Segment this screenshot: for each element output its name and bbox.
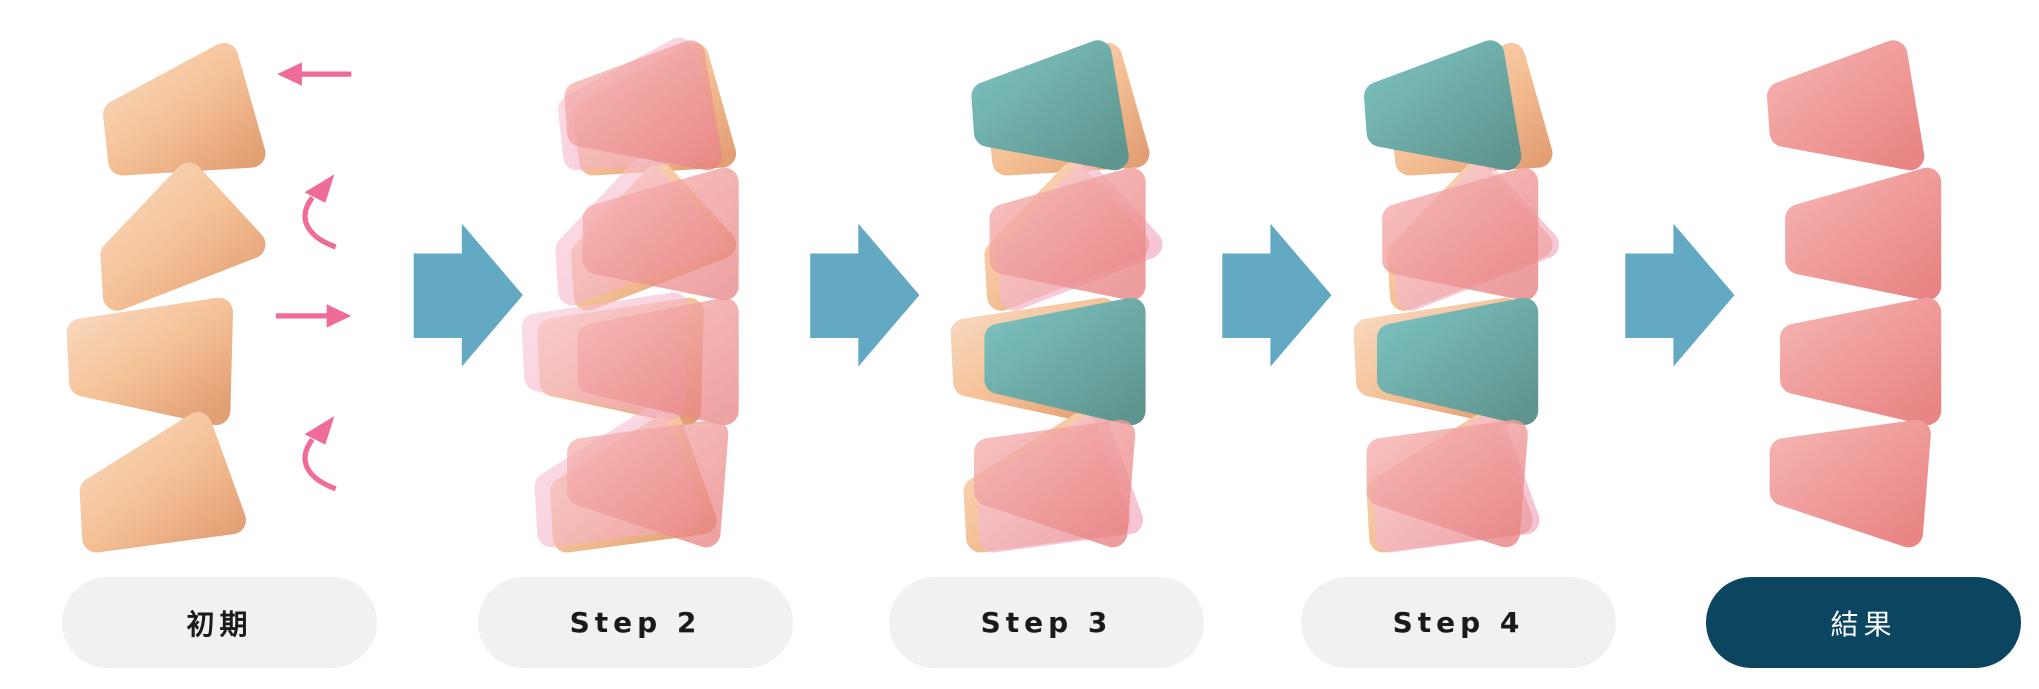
vertebra-result <box>1785 167 1942 301</box>
curved-arrow-icon <box>302 196 337 250</box>
vertebra-corrected <box>577 297 739 426</box>
vertebra-fixed <box>971 40 1129 171</box>
stage-label-text: 初期 <box>186 607 253 641</box>
vertebra-corrected <box>567 419 729 548</box>
right-arrow-icon <box>413 223 523 367</box>
vertebra-corrected <box>582 167 739 301</box>
left-arrow-icon <box>277 62 302 86</box>
vertebra-result <box>1769 419 1931 548</box>
vertebra-corrected <box>564 40 722 171</box>
vertebra-initial <box>79 412 247 553</box>
vertebra-initial <box>103 42 266 176</box>
vertebra-corrected <box>989 167 1146 301</box>
stage-label-step4: Step 4 <box>1301 577 1616 668</box>
curved-arrow-icon <box>302 437 337 492</box>
curved-arrow-icon <box>304 416 335 445</box>
stage-label-initial: 初期 <box>62 577 377 668</box>
stage-label-step2: Step 2 <box>478 577 793 668</box>
stage-label-result: 結果 <box>1706 577 2021 668</box>
right-arrow-icon <box>1625 223 1735 367</box>
stage-label-step3: Step 3 <box>889 577 1204 668</box>
vertebra-result <box>1780 297 1942 426</box>
stage-label-text: Step 2 <box>569 606 702 639</box>
stage-label-text: Step 4 <box>1392 606 1525 639</box>
vertebra-corrected <box>974 419 1136 548</box>
right-arrow-icon <box>810 223 920 367</box>
vertebra-fixed <box>1377 297 1539 426</box>
stage-label-text: Step 3 <box>980 606 1113 639</box>
right-arrow-icon <box>1222 223 1332 367</box>
curved-arrow-icon <box>304 174 335 203</box>
vertebra-initial <box>66 297 234 426</box>
vertebra-corrected <box>1366 419 1528 548</box>
vertebra-initial <box>100 162 266 311</box>
stage-label-text: 結果 <box>1830 607 1897 641</box>
right-arrow-icon <box>326 304 352 328</box>
vertebra-result <box>1767 40 1925 171</box>
vertebra-fixed <box>984 297 1146 426</box>
vertebra-fixed <box>1364 40 1522 171</box>
vertebra-corrected <box>1382 167 1539 301</box>
